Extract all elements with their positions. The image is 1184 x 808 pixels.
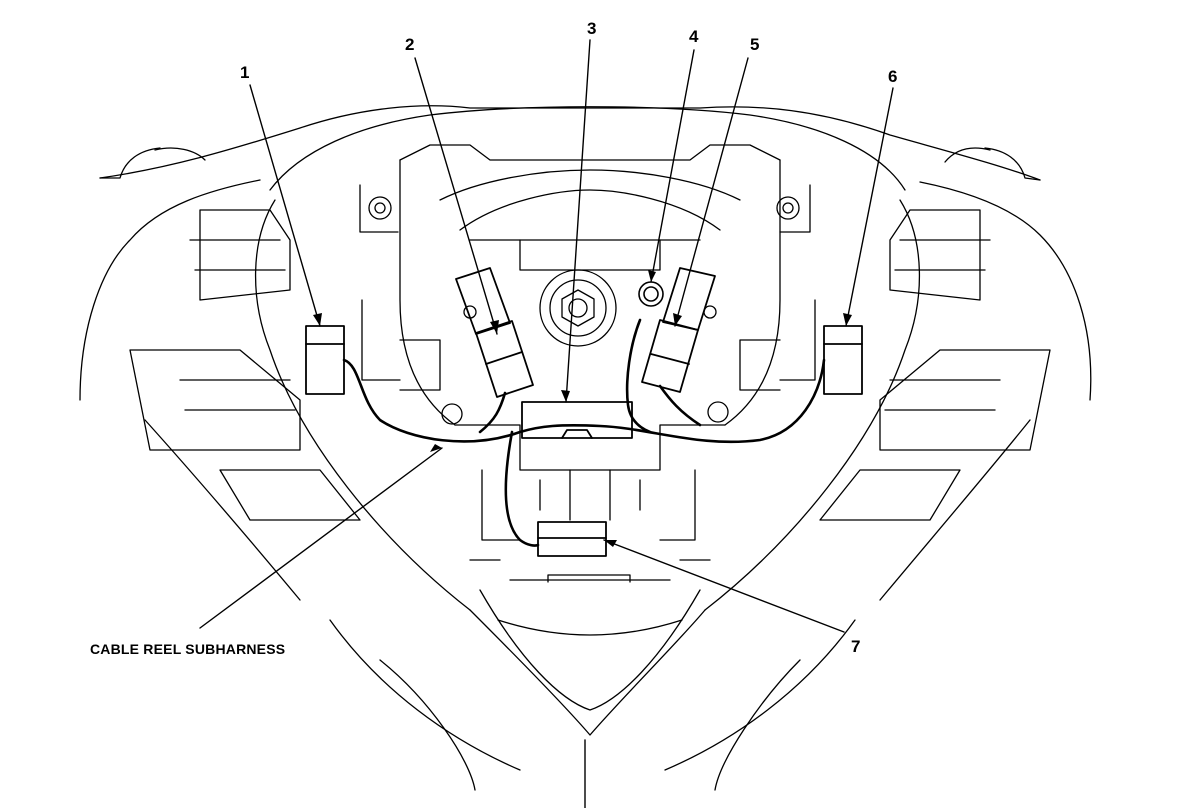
lower-hub-ribs bbox=[469, 469, 711, 561]
right-switch-panel bbox=[819, 209, 1051, 521]
center-bolt bbox=[539, 269, 617, 347]
callout-6: 6 bbox=[888, 67, 898, 86]
ground-terminal-4 bbox=[638, 281, 664, 307]
connector-3 bbox=[521, 401, 633, 439]
callout-4: 4 bbox=[689, 27, 699, 46]
hub-shell bbox=[254, 106, 921, 736]
connector-1 bbox=[305, 325, 345, 395]
callout-7: 7 bbox=[851, 637, 861, 656]
callout-2: 2 bbox=[405, 35, 415, 54]
steering-wheel-rim bbox=[79, 105, 1092, 791]
callout-3: 3 bbox=[587, 19, 597, 38]
airbag-housing bbox=[359, 144, 816, 471]
connector-6 bbox=[823, 325, 863, 395]
callout-1: 1 bbox=[240, 63, 250, 82]
connector-5 bbox=[641, 267, 716, 393]
connector-7 bbox=[537, 521, 607, 557]
leader-lines bbox=[199, 39, 894, 808]
cable-reel-subharness-wiring bbox=[342, 318, 826, 547]
cable-reel-subharness-label: CABLE REEL SUBHARNESS bbox=[90, 641, 286, 657]
left-switch-panel bbox=[129, 209, 361, 521]
arrowheads bbox=[313, 270, 852, 547]
connector-2 bbox=[455, 267, 534, 398]
callout-5: 5 bbox=[750, 35, 760, 54]
